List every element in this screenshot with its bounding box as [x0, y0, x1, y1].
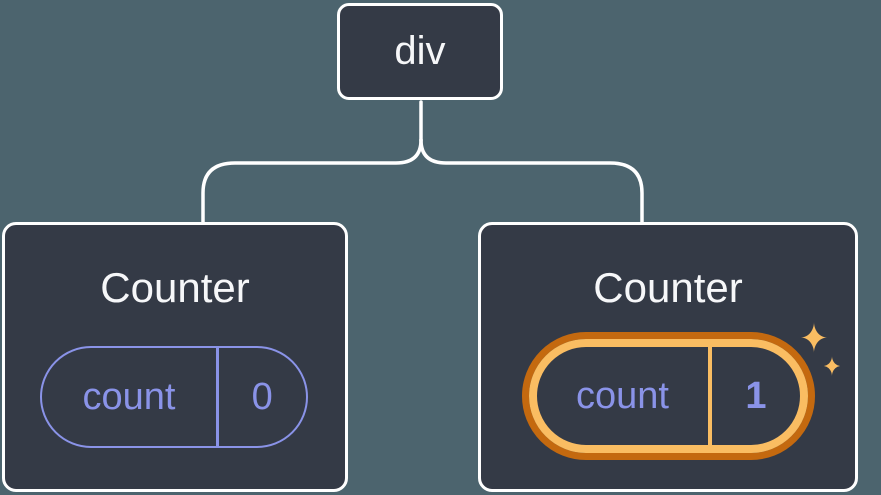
state-value: 0 [251, 375, 273, 418]
root-node: div [337, 3, 503, 100]
card-title: Counter [593, 264, 743, 311]
state-value: 1 [745, 374, 767, 417]
root-node-label: div [394, 29, 446, 73]
connector-branch-left [201, 138, 423, 224]
state-key-label: count [82, 375, 176, 418]
state-pill-highlighted: count 1 [522, 332, 815, 460]
state-pill: count 0 [40, 346, 308, 448]
connector-branch-right [419, 138, 644, 224]
counter-card-right: Counter count 1 [478, 222, 858, 492]
state-pill-inner: count 1 [529, 339, 808, 453]
state-divider [216, 348, 219, 446]
counter-card-left: Counter count 0 [2, 222, 348, 492]
card-title: Counter [100, 264, 250, 311]
state-divider [708, 347, 712, 445]
state-key-label: count [576, 374, 669, 417]
